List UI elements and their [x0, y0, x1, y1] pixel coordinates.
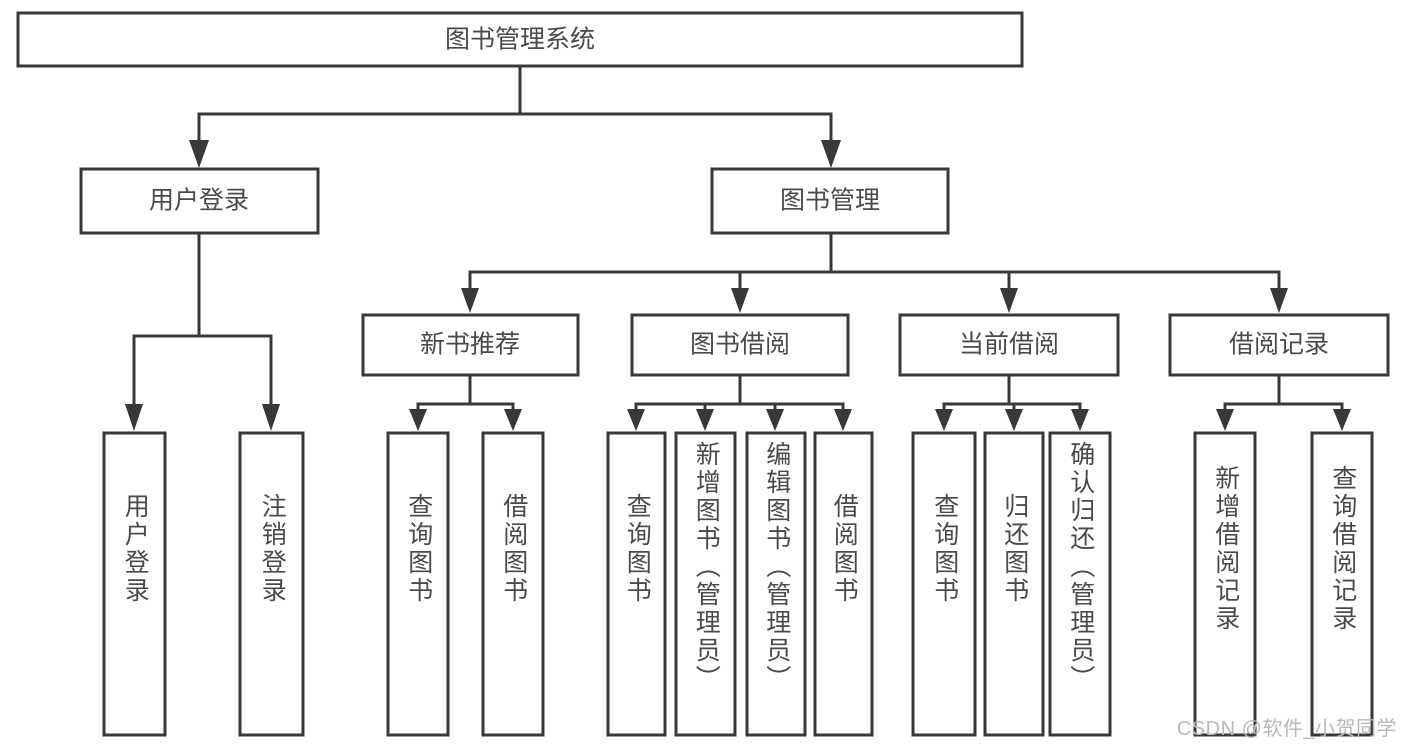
node-new-book-recommend-label: 新书推荐	[420, 331, 520, 359]
arrow-head-current-borrow	[1000, 288, 1018, 313]
leaf-box-logout[interactable]	[238, 431, 305, 737]
arrow-head-new-book-rec	[461, 288, 479, 313]
arrow-head-nbr-borrow-book	[504, 409, 522, 431]
node-user-login-label: 用户登录	[149, 187, 249, 215]
arrow-head-br-query-record	[1333, 409, 1351, 431]
node-current-borrow[interactable]: 当前借阅	[898, 313, 1120, 377]
node-book-manage[interactable]: 图书管理	[710, 167, 950, 235]
node-current-borrow-label: 当前借阅	[959, 331, 1059, 359]
arrow-head-book-manage	[821, 140, 841, 168]
leaf-box-br-query-record[interactable]	[1310, 431, 1374, 737]
arrow-head-user-login	[189, 140, 209, 168]
leaf-box-bb-edit-book[interactable]	[745, 431, 807, 737]
node-book-borrow[interactable]: 图书借阅	[630, 313, 850, 377]
node-user-login-box[interactable]	[79, 167, 320, 235]
leaf-box-bb-query-book[interactable]	[606, 431, 667, 737]
leaf-box-nbr-borrow-book[interactable]	[481, 431, 545, 737]
node-new-book-recommend[interactable]: 新书推荐	[361, 313, 580, 377]
node-current-borrow-box[interactable]	[898, 313, 1120, 377]
node-book-manage-box[interactable]	[710, 167, 950, 235]
node-root-label: 图书管理系统	[445, 26, 595, 54]
arrow-head-bb-add-book	[696, 409, 714, 431]
node-borrow-record-label: 借阅记录	[1229, 331, 1329, 359]
arrow-head-cb-return-book	[1005, 409, 1023, 431]
node-new-book-recommend-box[interactable]	[361, 313, 580, 377]
arrow-head-cb-confirm-return	[1071, 409, 1089, 431]
arrow-head-leaf-logout	[262, 404, 280, 431]
arrow-head-book-borrow	[731, 288, 749, 313]
arrow-head-bb-query-book	[627, 409, 645, 431]
node-root-box[interactable]	[16, 11, 1024, 68]
arrow-head-bb-borrow-book	[834, 409, 852, 431]
node-borrow-record-box[interactable]	[1168, 313, 1390, 377]
leaf-box-cb-query-book[interactable]	[911, 431, 977, 737]
leaf-box-bb-add-book[interactable]	[674, 431, 737, 737]
arrow-head-bb-edit-book	[766, 409, 784, 431]
csdn-watermark: CSDN @软件_小贺同学	[1176, 718, 1397, 740]
arrow-head-cb-query-book	[935, 409, 953, 431]
arrow-head-borrow-record	[1270, 288, 1288, 313]
leaf-box-bb-borrow-book[interactable]	[813, 431, 874, 737]
node-borrow-record[interactable]: 借阅记录	[1168, 313, 1390, 377]
node-root[interactable]: 图书管理系统	[16, 11, 1024, 68]
node-book-borrow-label: 图书借阅	[690, 331, 790, 359]
arrow-head-nbr-query-book	[409, 409, 427, 431]
node-book-borrow-box[interactable]	[630, 313, 850, 377]
arrow-head-leaf-user-login	[125, 404, 143, 431]
leaf-box-layer	[102, 431, 1374, 737]
node-book-manage-label: 图书管理	[780, 187, 880, 215]
node-user-login[interactable]: 用户登录	[79, 167, 320, 235]
arrow-head-br-add-record	[1216, 409, 1234, 431]
connector-layer	[125, 64, 1351, 431]
leaf-box-cb-confirm-return[interactable]	[1048, 431, 1112, 737]
leaf-box-br-add-record[interactable]	[1193, 431, 1257, 737]
leaf-box-nbr-query-book[interactable]	[386, 431, 450, 737]
leaf-box-user-login[interactable]	[102, 431, 167, 737]
leaf-box-cb-return-book[interactable]	[983, 431, 1045, 737]
